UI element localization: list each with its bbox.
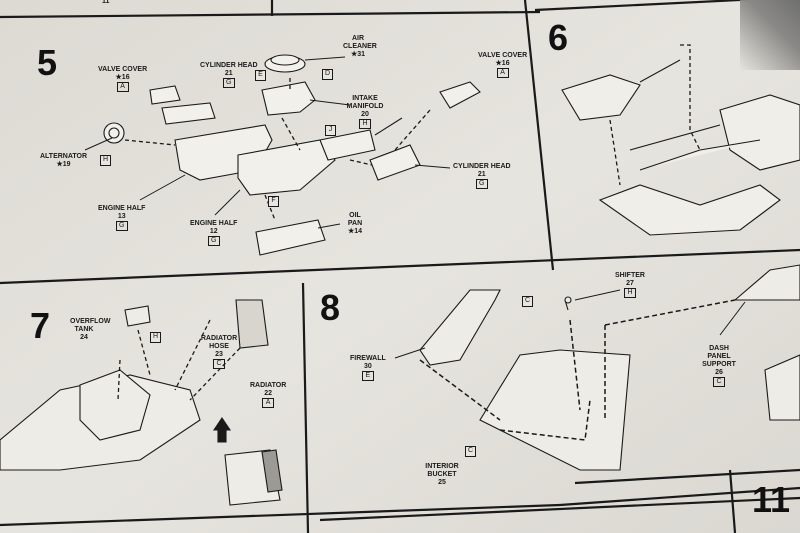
label-interior-bucket: INTERIOR BUCKET 25 bbox=[425, 463, 459, 486]
step-number: 8 bbox=[320, 287, 341, 328]
step8-dashes bbox=[419, 299, 736, 441]
step6-drawing bbox=[561, 59, 800, 236]
label-dash-panel-support: DASH PANEL SUPPORT 26 C bbox=[702, 345, 736, 387]
step7-dashes bbox=[117, 319, 241, 401]
step-number: 7 bbox=[30, 305, 51, 346]
label-air-cleaner: AIR CLEANER ★31 bbox=[343, 35, 377, 58]
label-alternator: ALTERNATOR ★19 bbox=[40, 153, 88, 168]
label-cylinder-head-right: CYLINDER HEAD 21 G bbox=[453, 163, 511, 189]
label-shifter: SHIFTER 27 H bbox=[615, 272, 645, 298]
label-intake-manifold: INTAKE MANIFOLD 20 H bbox=[346, 95, 384, 129]
tag-interior-bucket: C bbox=[465, 446, 476, 457]
step8-leaders bbox=[394, 289, 746, 359]
step-number: 5 bbox=[37, 42, 58, 83]
label-radiator: RADIATOR 22 A bbox=[250, 382, 287, 408]
tag-j: J bbox=[325, 125, 336, 136]
step8-drawing bbox=[419, 264, 800, 471]
label-engine-half-13: ENGINE HALF 13 G bbox=[98, 205, 146, 231]
tag-f: F bbox=[268, 196, 279, 207]
step5-dashes bbox=[124, 78, 431, 221]
tag-air-cleaner: D bbox=[322, 69, 333, 80]
label-valve-cover-right: VALVE COVER ★16 A bbox=[478, 52, 528, 78]
tag-e: E bbox=[255, 70, 266, 81]
label-oil-pan: OIL PAN ★14 bbox=[347, 212, 363, 235]
step5-leaders bbox=[84, 56, 451, 229]
step7-drawing bbox=[0, 299, 283, 506]
step5-drawing bbox=[103, 54, 481, 256]
tag-alternator: H bbox=[100, 155, 111, 166]
label-valve-cover-left: VALVE COVER ★16 A bbox=[98, 66, 148, 92]
shadow-corner bbox=[740, 0, 800, 70]
label-firewall: FIREWALL 30 E bbox=[350, 355, 386, 381]
label-radiator-hose: RADIATOR HOSE 23 C bbox=[200, 335, 238, 369]
label-engine-half-12: ENGINE HALF 12 G bbox=[190, 220, 238, 246]
label-cylinder-head-left: CYLINDER HEAD 21 G bbox=[200, 62, 258, 88]
label-overflow-tank: OVERFLOW TANK 24 bbox=[70, 318, 111, 341]
fragment-text: 11 bbox=[102, 0, 110, 5]
tag-c-shifter: C bbox=[522, 296, 533, 307]
step-number: 11 bbox=[752, 479, 791, 520]
step-number: 6 bbox=[548, 17, 569, 58]
tag-overflow-tank: H bbox=[150, 332, 161, 343]
step6-dashes bbox=[609, 44, 701, 186]
